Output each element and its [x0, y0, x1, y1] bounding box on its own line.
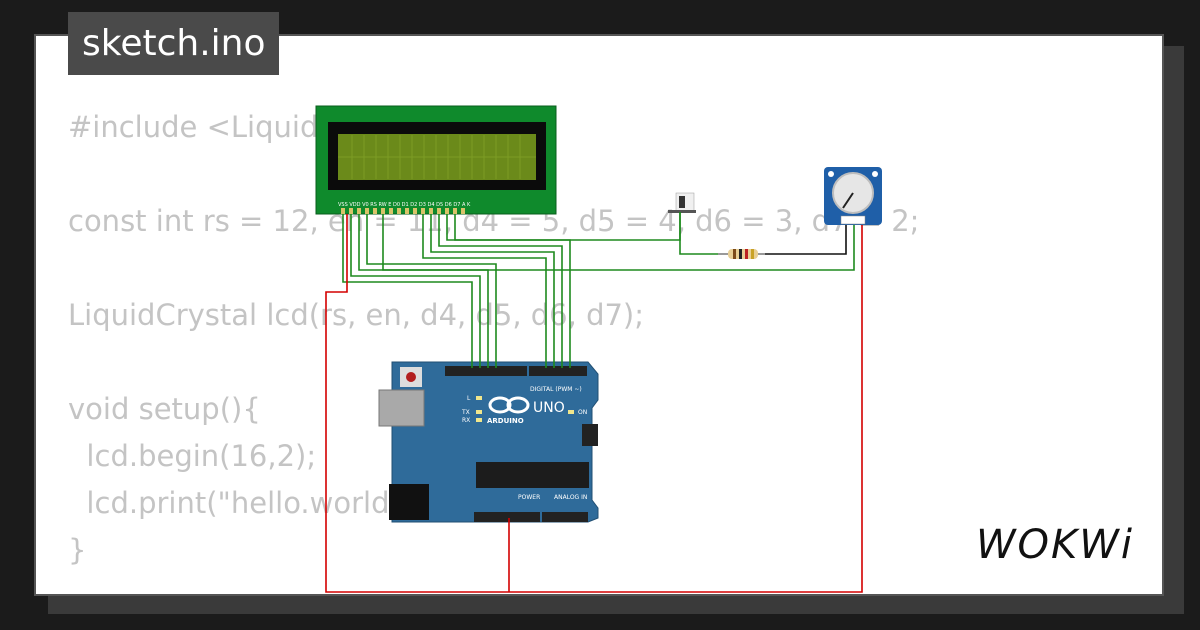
digital-label: DIGITAL (PWM ~)	[530, 386, 582, 393]
code-line: }	[68, 533, 87, 567]
usb-port	[378, 389, 425, 427]
uno-label: UNO	[533, 400, 565, 416]
tx-label: TX	[461, 409, 470, 416]
slide-switch[interactable]	[668, 192, 696, 213]
power-label: POWER	[518, 494, 540, 501]
analog-label: ANALOG IN	[554, 494, 587, 501]
code-line: LiquidCrystal lcd(rs, en, d4, d5, d6, d7…	[68, 298, 645, 332]
resistor[interactable]	[718, 249, 765, 259]
ground-wire	[765, 225, 847, 255]
signal-wires	[342, 212, 855, 368]
code-line: void setup(){	[68, 392, 261, 426]
arduino-logo-icon	[488, 396, 530, 414]
wokwi-logo: WOKWi	[976, 522, 1134, 568]
file-tab[interactable]: sketch.ino	[68, 12, 280, 75]
code-line: lcd.print("hello.world");	[68, 486, 424, 520]
lcd-pin-labels: VSS VDD V0 RS RW E D0 D1 D2 D3 D4 D5 D6 …	[338, 202, 471, 208]
code-line: lcd.begin(16,2);	[68, 439, 317, 473]
potentiometer[interactable]	[824, 167, 882, 225]
arduino-brand-label: ARDUINO	[487, 417, 524, 425]
power-wires	[325, 214, 863, 593]
power-jack	[389, 484, 429, 520]
arduino-uno-board[interactable]: UNO ARDUINO DIGITAL (PWM ~) POWER ANALOG…	[378, 361, 599, 523]
lcd-display[interactable]: VSS VDD V0 RS RW E D0 D1 D2 D3 D4 D5 D6 …	[315, 105, 557, 215]
l-label: L	[467, 395, 471, 402]
on-label: ON	[578, 409, 587, 416]
preview-card	[34, 34, 1164, 596]
rx-label: RX	[462, 417, 470, 424]
chip	[476, 462, 589, 488]
code-line: const int rs = 12, en = 11, d4 = 5, d5 =…	[68, 204, 920, 238]
